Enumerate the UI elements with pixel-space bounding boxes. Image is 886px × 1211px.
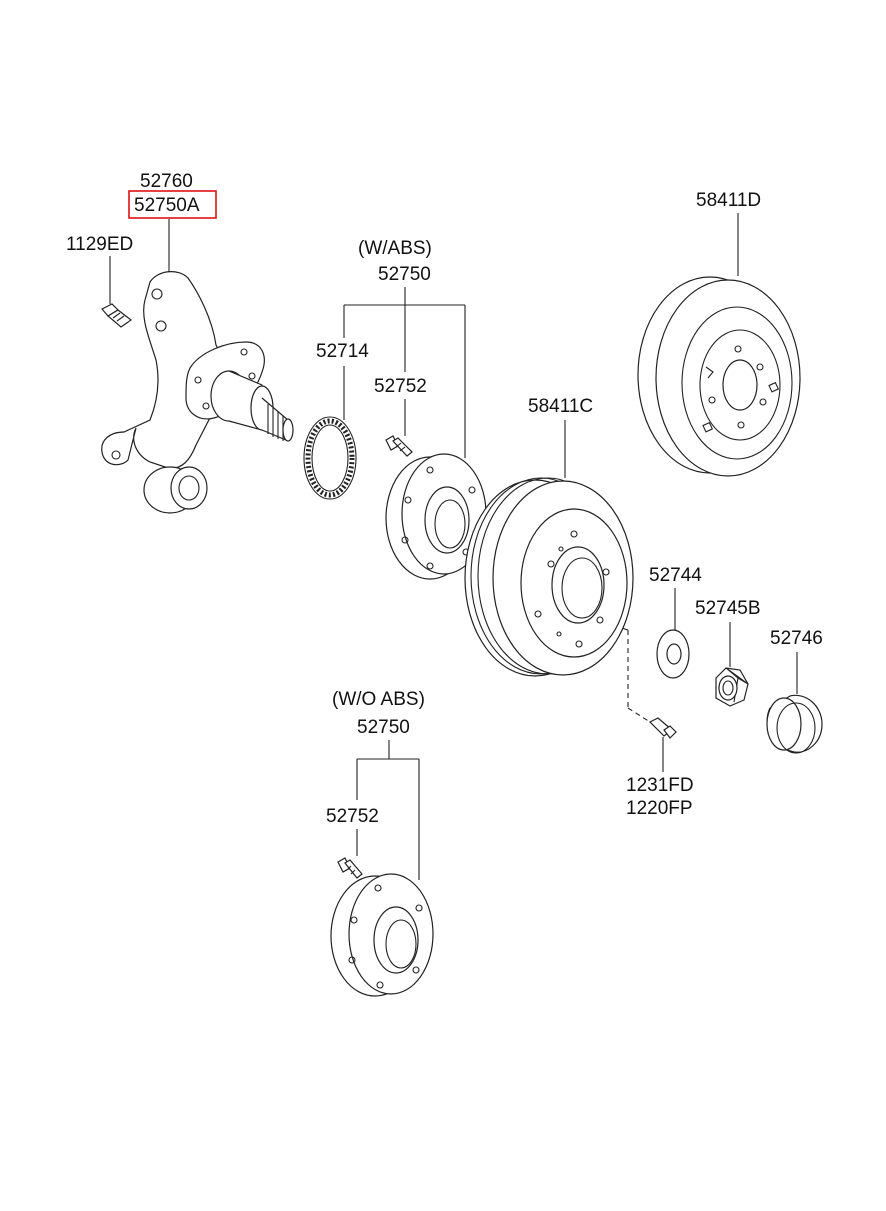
leader-lines (109, 213, 798, 880)
label-w-abs: (W/ABS) (358, 238, 432, 259)
abs-ring-part[interactable] (303, 416, 357, 500)
label-52745b[interactable]: 52745B (695, 598, 761, 619)
abs-hub-part[interactable] (385, 453, 487, 580)
label-52750a[interactable]: 52750A (134, 195, 200, 216)
label-1220fp[interactable]: 1220FP (626, 798, 693, 819)
label-52744[interactable]: 52744 (649, 565, 702, 586)
label-1129ed[interactable]: 1129ED (66, 234, 133, 255)
label-52714[interactable]: 52714 (316, 341, 369, 362)
label-abs-52750[interactable]: 52750 (378, 264, 431, 285)
hub-cap-part[interactable] (766, 694, 823, 754)
label-58411c[interactable]: 58411C (528, 396, 593, 417)
knuckle-bolt-part[interactable] (101, 303, 133, 328)
label-52760[interactable]: 52760 (140, 171, 193, 192)
label-noabs-52752[interactable]: 52752 (326, 806, 379, 827)
drum-screw-part[interactable] (648, 717, 677, 739)
hub-nut-part[interactable] (715, 667, 749, 707)
label-abs-52752[interactable]: 52752 (374, 376, 427, 397)
abs-stud-part[interactable] (385, 435, 413, 457)
noabs-hub-part[interactable] (330, 873, 434, 997)
noabs-stud-part[interactable] (337, 857, 363, 879)
label-52746[interactable]: 52746 (770, 628, 823, 649)
washer-part[interactable] (656, 629, 690, 679)
brake-disc-part[interactable] (637, 276, 801, 477)
label-58411d[interactable]: 58411D (696, 190, 761, 211)
knuckle-part[interactable] (101, 271, 294, 514)
highlight-box (128, 190, 217, 219)
label-wo-abs: (W/O ABS) (332, 689, 425, 710)
label-1231fd[interactable]: 1231FD (626, 775, 694, 796)
label-noabs-52750[interactable]: 52750 (357, 717, 410, 738)
brake-drum-part[interactable] (464, 477, 634, 677)
